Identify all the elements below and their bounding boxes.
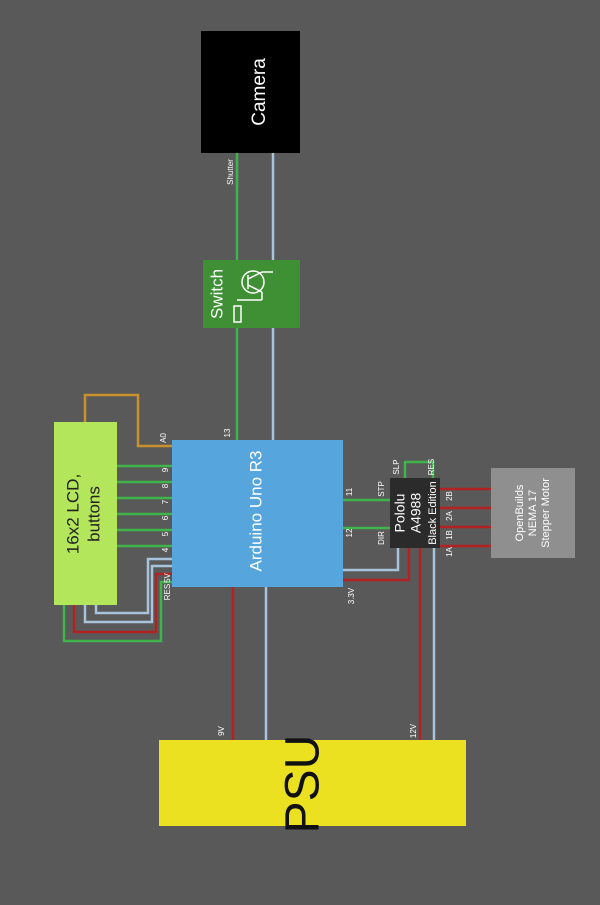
motor-label-3: Stepper Motor	[540, 478, 552, 548]
driver-label-3: Black Edition	[427, 481, 439, 545]
switch-label: Switch	[207, 269, 226, 319]
wire-slp-res	[403, 460, 435, 478]
pin-label-res-lcd: RES	[163, 584, 172, 600]
pin-label-1a: 1A	[445, 546, 454, 556]
pin-label-8: 8	[161, 483, 170, 488]
pin-label-5v: 5V	[163, 572, 172, 582]
pin-labels: Shutter 13 A0 9 8 7 6 5 4 RES 5V 11 12 3…	[159, 159, 454, 738]
pin-label-9v: 9V	[217, 725, 226, 735]
lcd-label-line2: buttons	[84, 486, 103, 542]
arduino-label: Arduino Uno R3	[246, 451, 265, 572]
wire-shutter	[235, 153, 247, 274]
pin-label-12: 12	[345, 528, 354, 537]
wire-lcd-gnd-b	[83, 564, 172, 624]
pin-label-dir: DIR	[377, 531, 386, 545]
wire-lcd-gnd-a	[94, 557, 172, 615]
motor-block	[491, 468, 575, 558]
wire-driver-logic-gnd	[343, 548, 400, 572]
pin-label-9: 9	[161, 467, 170, 472]
pin-label-stp: STP	[377, 481, 386, 497]
wire-lcd-5v	[72, 572, 172, 634]
arduino-block	[172, 440, 343, 587]
wire-driver-3v3	[343, 548, 411, 582]
pin-label-11: 11	[345, 487, 354, 496]
driver-block	[390, 478, 440, 548]
transistor-symbol	[233, 270, 273, 323]
camera-label: Camera	[249, 58, 270, 126]
camera-block	[201, 31, 300, 153]
lcd-label-line1: 16x2 LCD,	[63, 474, 82, 554]
pin-label-12v: 12V	[409, 723, 418, 738]
psu-label: PSU	[277, 735, 330, 834]
pin-label-shutter: Shutter	[226, 159, 235, 185]
pin-label-res-driver: RES	[427, 459, 436, 475]
pin-label-3v3: 3.3V	[347, 587, 356, 604]
wire-a0	[83, 393, 172, 448]
pin-label-2a: 2A	[445, 510, 454, 520]
lcd-block	[54, 422, 117, 605]
pin-label-1b: 1B	[445, 530, 454, 540]
driver-label-1: Pololu	[392, 494, 408, 533]
driver-label-2: A4988	[408, 493, 424, 534]
motor-label-1: OpenBuilds	[514, 484, 526, 541]
pin-label-2b: 2B	[445, 491, 454, 501]
psu-block	[159, 740, 466, 826]
pin-label-7: 7	[161, 499, 170, 504]
pin-label-5: 5	[161, 531, 170, 536]
pin-label-13: 13	[223, 428, 232, 437]
pin-label-slp: SLP	[392, 459, 401, 474]
wire-lcd-res	[62, 580, 172, 643]
pin-label-4: 4	[161, 547, 170, 552]
wires	[62, 153, 491, 740]
motor-label-2: NEMA 17	[527, 490, 539, 536]
pin-label-a0: A0	[159, 433, 168, 443]
pin-label-6: 6	[161, 515, 170, 520]
